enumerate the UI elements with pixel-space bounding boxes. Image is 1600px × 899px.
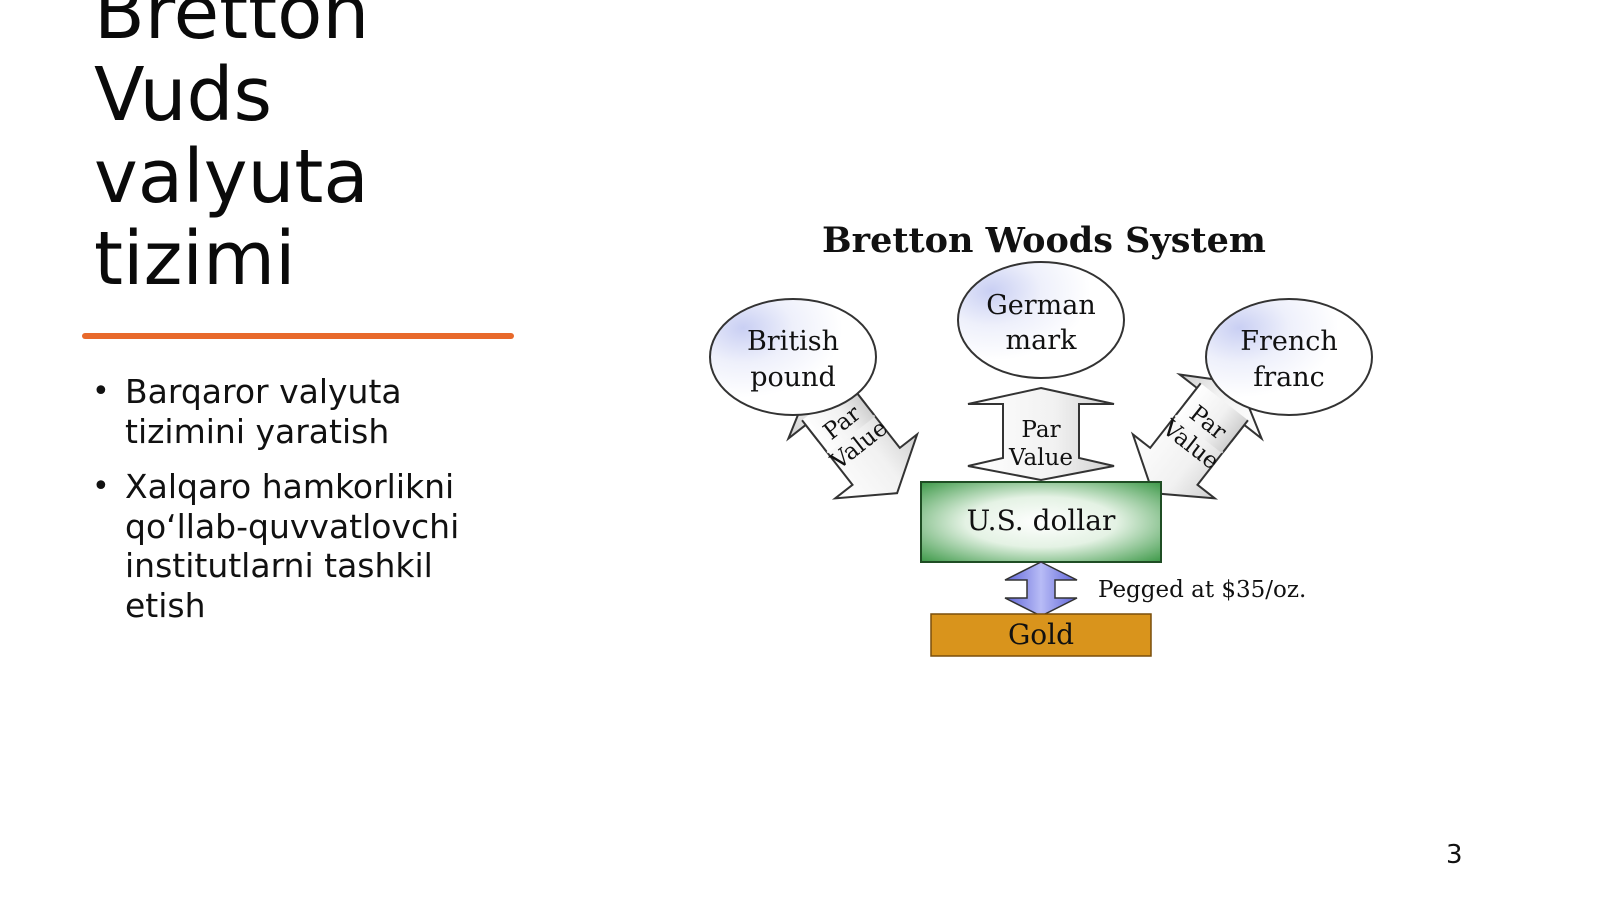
par-label: Par — [1021, 417, 1060, 443]
gold-node: Gold — [930, 613, 1152, 657]
title-line: valyuta — [94, 134, 369, 220]
currency-label: franc — [1253, 362, 1325, 393]
us-dollar-node: U.S. dollar — [920, 481, 1162, 563]
bullet-dot-icon: • — [92, 374, 110, 409]
bullet-item: • Barqaror valyuta tizimini yaratish — [92, 372, 512, 451]
peg-arrow — [1004, 561, 1078, 617]
bullet-text: Xalqaro hamkorlikni qo‘llab-quvvatlovchi… — [125, 467, 460, 625]
diagram-canvas: Bretton Woods System Par Value Par Value — [709, 220, 1373, 657]
bullet-dot-icon: • — [92, 469, 110, 504]
french-franc-node: French franc — [1205, 298, 1373, 416]
value-label: Value — [1008, 445, 1073, 471]
title-line: Bretton — [94, 0, 370, 56]
bretton-woods-diagram: Bretton Woods System Par Value Par Value — [636, 210, 1496, 690]
currency-label: French — [1240, 326, 1338, 357]
currency-label: pound — [750, 362, 836, 393]
bullet-text: Barqaror valyuta tizimini yaratish — [125, 372, 402, 451]
title-line: tizimi — [94, 216, 296, 302]
british-pound-node: British pound — [709, 298, 877, 416]
german-mark-node: German mark — [957, 261, 1125, 379]
base-label: Gold — [1008, 618, 1074, 651]
bullet-item: • Xalqaro hamkorlikni qo‘llab-quvvatlovc… — [92, 467, 512, 625]
currency-label: mark — [1006, 325, 1078, 356]
par-value-arrow-right: Par Value — [1130, 372, 1264, 500]
title-line: Vuds — [94, 52, 273, 138]
anchor-label: U.S. dollar — [967, 504, 1116, 537]
currency-label: British — [747, 326, 839, 357]
page-number: 3 — [1446, 840, 1463, 870]
slide-title: Bretton Vuds valyuta tizimi — [94, 0, 514, 300]
title-accent-rule — [82, 333, 514, 339]
bullet-list: • Barqaror valyuta tizimini yaratish • X… — [92, 372, 512, 641]
currency-label: German — [986, 290, 1096, 321]
par-value-arrow-left: Par Value — [786, 372, 920, 500]
diagram-title: Bretton Woods System — [822, 220, 1266, 261]
peg-label: Pegged at $35/oz. — [1098, 577, 1306, 603]
par-value-arrow-center: Par Value — [967, 386, 1115, 482]
